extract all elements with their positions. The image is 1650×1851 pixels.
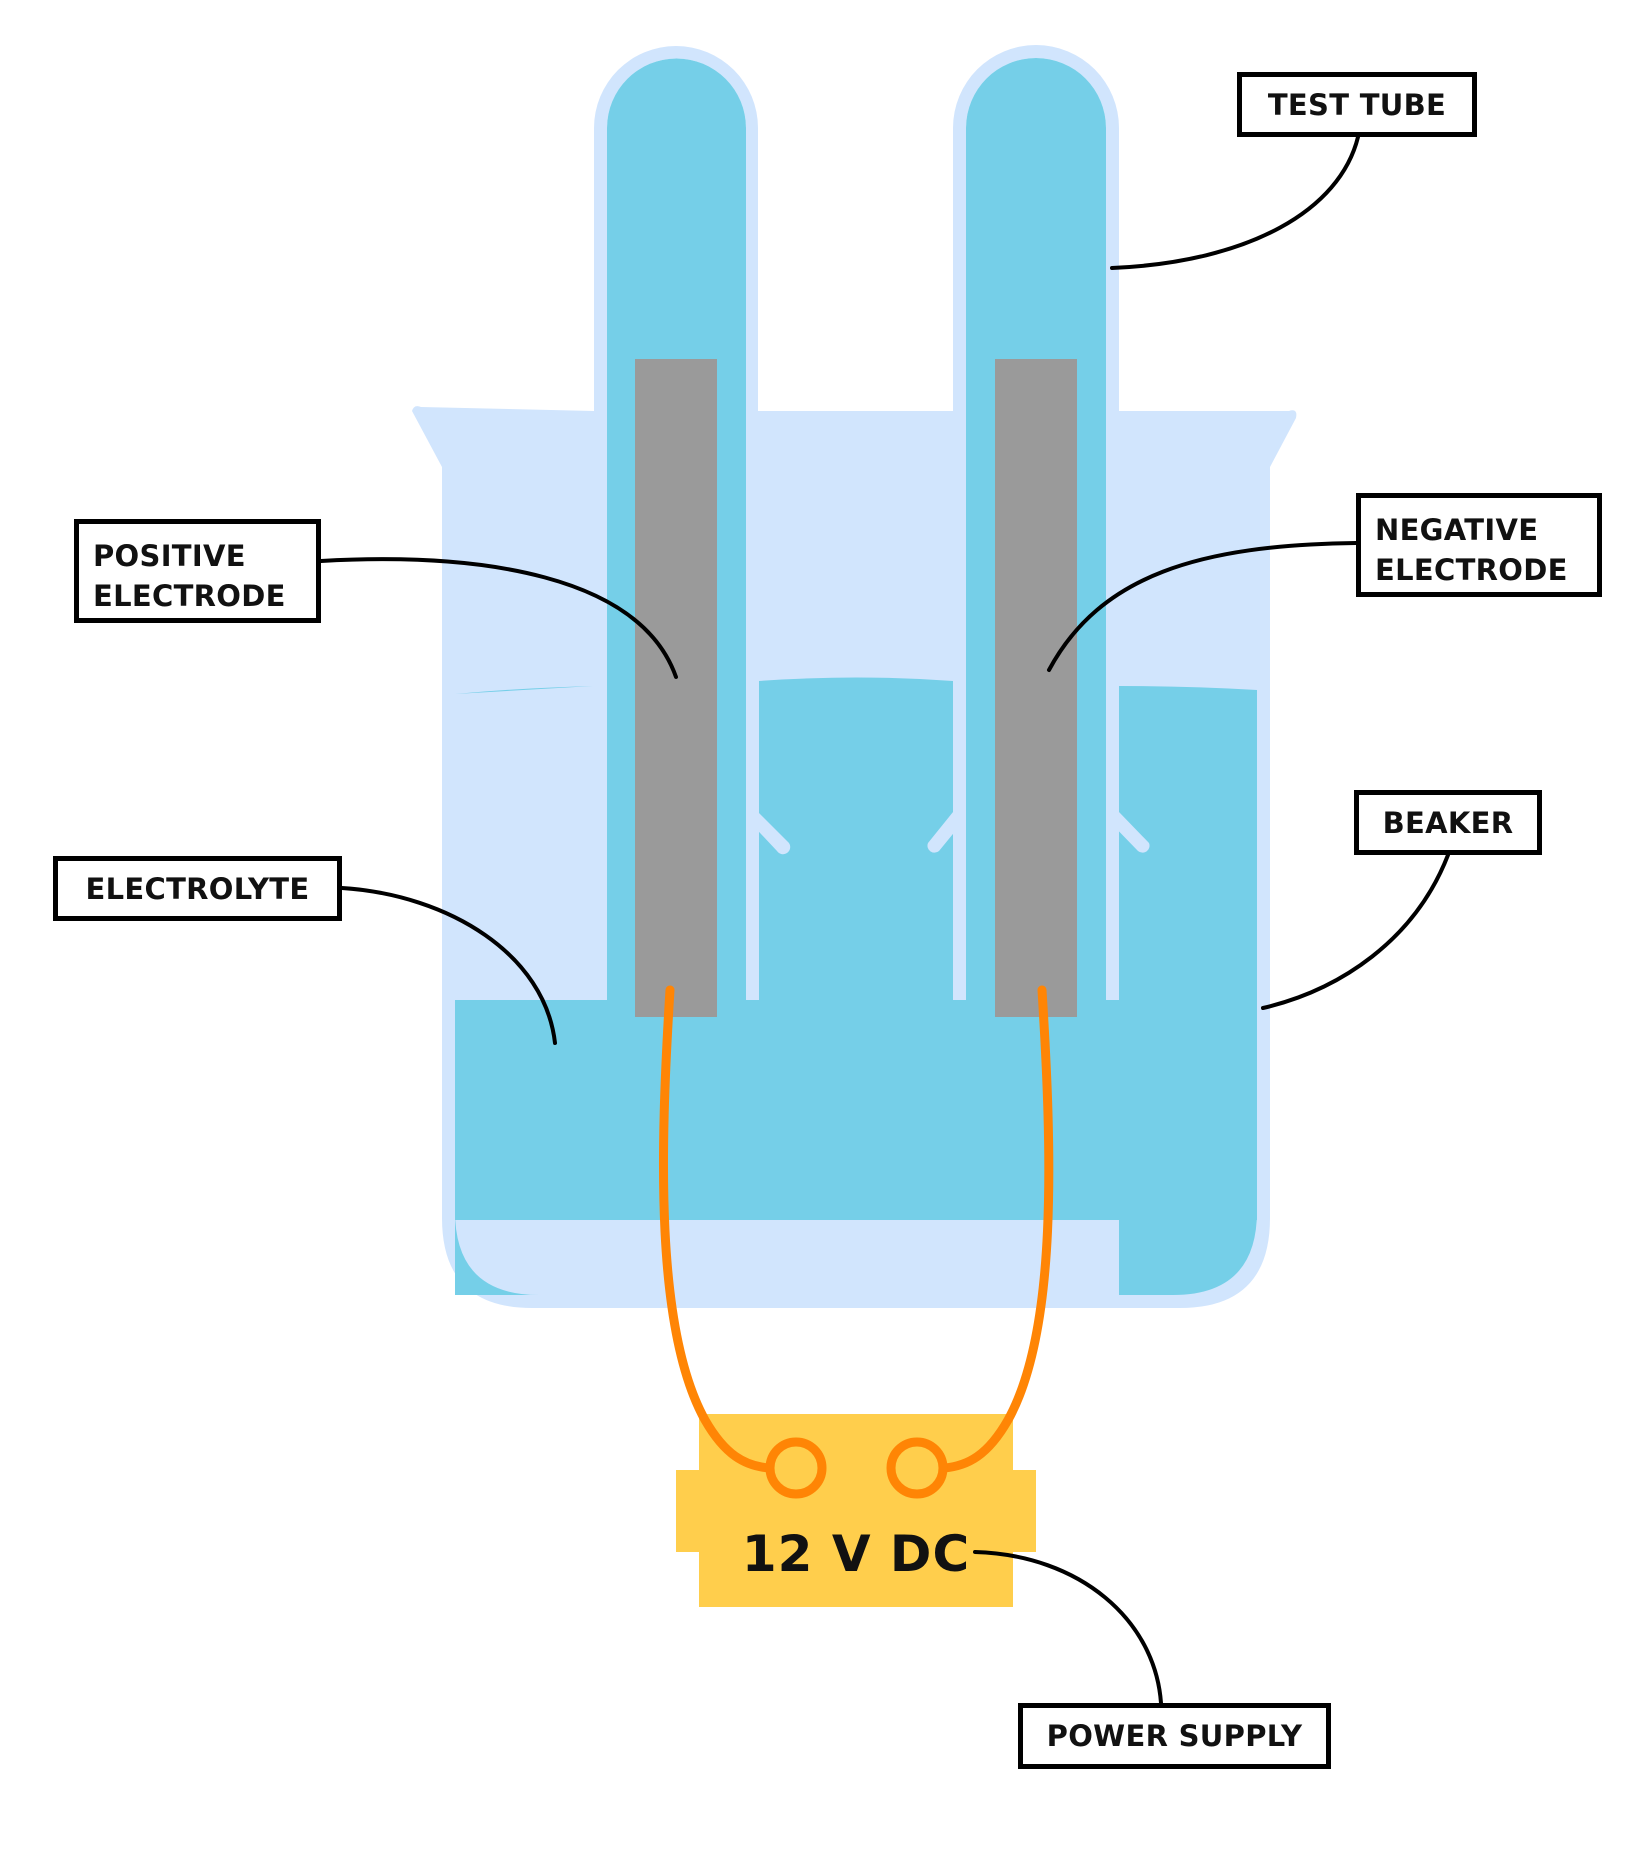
terminal-positive xyxy=(765,1437,827,1499)
leader-negative-electrode xyxy=(1047,541,1358,672)
label-positive-line1: POSITIVE xyxy=(93,539,246,573)
label-electrolyte-text: ELECTROLYTE xyxy=(85,871,310,906)
electrolyte-middle xyxy=(759,677,953,1000)
liquid-fill xyxy=(455,1000,1257,1220)
label-beaker: BEAKER xyxy=(1354,790,1542,855)
leader-beaker xyxy=(1261,853,1450,1010)
label-positive-line2: ELECTRODE xyxy=(93,579,286,613)
electrolyte-liquid xyxy=(455,686,1257,1295)
label-positive-electrode: POSITIVE ELECTRODE xyxy=(74,519,321,623)
leader-power-supply xyxy=(973,1550,1163,1705)
label-negative-line2: ELECTRODE xyxy=(1375,553,1568,587)
negative-electrode xyxy=(995,359,1077,1017)
label-power-supply-text: POWER SUPPLY xyxy=(1046,1719,1303,1753)
leader-electrolyte xyxy=(340,886,557,1045)
label-test-tube-text: TEST TUBE xyxy=(1267,87,1447,122)
terminal-negative xyxy=(886,1437,948,1499)
label-negative-line1: NEGATIVE xyxy=(1375,513,1539,547)
label-power-supply: POWER SUPPLY xyxy=(1018,1703,1331,1769)
power-supply-voltage: 12 V DC xyxy=(741,1525,971,1583)
label-negative-electrode: NEGATIVE ELECTRODE xyxy=(1356,493,1602,597)
wire-positive xyxy=(658,985,774,1473)
label-test-tube: TEST TUBE xyxy=(1237,72,1477,137)
power-supply xyxy=(676,1414,1036,1607)
label-beaker-text: BEAKER xyxy=(1382,805,1514,840)
leader-test-tube xyxy=(1110,135,1360,270)
leader-positive-electrode xyxy=(319,557,678,679)
label-electrolyte: ELECTROLYTE xyxy=(53,856,342,921)
positive-electrode xyxy=(635,359,717,1017)
wire-negative xyxy=(939,985,1054,1473)
